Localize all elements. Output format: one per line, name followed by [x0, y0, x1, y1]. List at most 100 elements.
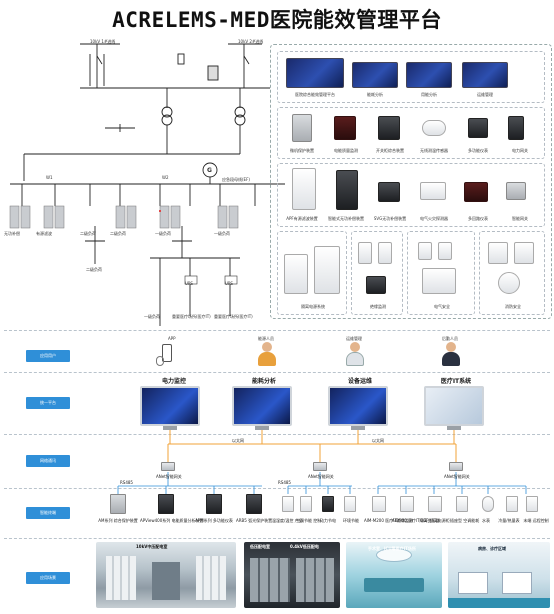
safety-panel: [422, 268, 456, 294]
person-label-energy: 能源人员: [258, 336, 274, 341]
monitor-power: [140, 386, 200, 426]
water-meter-device: [482, 496, 494, 512]
gateway-label-2: ANet智能网关: [308, 474, 334, 479]
screen-caption-4: 运维管理: [477, 92, 493, 97]
divider-network: [4, 434, 550, 435]
row2-caption-5: 多功能仪表: [468, 148, 488, 153]
isolation-cabinet-2: [314, 246, 340, 294]
screen-caption-3: 用能分析: [421, 92, 437, 97]
protection-row: 微机保护装置 电能质量监测 开关柜综合装置 无线测温传感器 多功能仪表 电力网关: [277, 107, 545, 159]
safety-device-1: [418, 242, 432, 260]
energy-analysis-screen-thumb: [352, 62, 398, 88]
multi-circuit-meter: [464, 182, 488, 202]
apm-meter-device: [206, 494, 222, 514]
rs485-label-1: RS485: [120, 480, 133, 485]
load-label-1: 无功补偿: [4, 231, 20, 236]
monitor-stand-3: [351, 426, 365, 430]
site-photo-ward: [448, 542, 550, 608]
smart-gateway-device: [506, 182, 526, 200]
row2-caption-1: 微机保护装置: [290, 148, 314, 153]
apview-device: [158, 494, 174, 514]
monitor-stand-4: [447, 426, 461, 430]
tag-users: 应用用户: [26, 350, 70, 362]
insulation-panel: [366, 276, 386, 294]
function-energy-analysis: 能耗分析: [251, 378, 276, 385]
page-title: ACRELEMS-MED医院能效管理平台: [112, 8, 442, 32]
temp-sensor-device: [422, 120, 446, 136]
insulation-box: 绝缘监测: [351, 231, 403, 315]
bus1-label: W1: [46, 175, 53, 180]
phone-icon: [156, 342, 178, 368]
row4-caption-3: 电气安全: [434, 304, 450, 309]
aid-device: [400, 496, 414, 512]
function-power-monitoring: 电力监控: [161, 378, 186, 385]
divider-devices: [4, 488, 550, 489]
logistics-staff-icon: [440, 342, 462, 368]
gateway-label-1: ANet智能网关: [156, 474, 182, 479]
ethernet-label-2: 以太网: [372, 438, 384, 443]
ethernet-label-1: 以太网: [232, 438, 244, 443]
monitor-stand-1: [163, 426, 177, 430]
function-equipment-ops: 设备运维: [347, 378, 372, 385]
temp-humidity-device: [282, 496, 294, 512]
compensation-row: APF有源滤波装置 智能式无功补偿装置 SVG无功补偿装置 电气火灾探测器 多回…: [277, 163, 545, 227]
fire-device-2: [514, 242, 534, 264]
meter-device: [468, 118, 488, 138]
device-label-2: APView400系列 电能质量分析装置: [140, 518, 204, 523]
row2-caption-6: 电力网关: [512, 148, 528, 153]
row3-caption-3: SVG无功补偿装置: [373, 216, 407, 221]
emergency-bus-label: 应急段母线(EF): [222, 177, 250, 182]
switchgear-device: [378, 116, 400, 140]
monitor-energy: [232, 386, 292, 426]
monitor-ops: [328, 386, 388, 426]
load-label-6: 一级负荷: [214, 231, 230, 236]
terminal-device: [526, 496, 538, 512]
heat-meter-device: [506, 496, 518, 512]
generator-label: G: [207, 167, 212, 174]
device-label-10: AID200 医疗IT隔离变压器: [392, 518, 440, 523]
software-row: 医院综合能效管理平台 能耗分析 用能分析 运维管理: [277, 51, 545, 103]
row3-caption-6: 智能网关: [512, 216, 528, 221]
load-label-4: 二级负荷: [110, 231, 126, 236]
isolation-box: 隔离电源系统: [277, 231, 347, 315]
row2-caption-3: 开关柜综合装置: [376, 148, 404, 153]
monitor-stand-2: [255, 426, 269, 430]
device-label-9: AIM-M200 医疗IT绝缘监测: [364, 518, 413, 523]
site-caption-2: 低压配电室: [250, 544, 270, 549]
bottom-label-1: 一级负荷: [144, 314, 160, 319]
arb5-device: [246, 494, 262, 514]
row3-caption-2: 智能式无功补偿装置: [328, 216, 364, 221]
electrical-safety-box: 电气安全: [407, 231, 475, 315]
isolation-cabinet-1: [284, 254, 308, 294]
rs485-label-2: RS485: [278, 480, 291, 485]
ups2-label: UPS: [225, 281, 233, 286]
device-label-3: APM系列 多功能仪表: [195, 518, 233, 523]
dual-power-label: 二级负荷: [86, 267, 102, 272]
platform-screen-thumb: [286, 58, 344, 88]
site-caption-4: 手术室、ICU等医疗IT场所: [368, 546, 416, 551]
bus2-label: W2: [162, 175, 169, 180]
gateway-switch-2: [313, 462, 327, 471]
energy-staff-icon: [256, 342, 278, 368]
gateway-device: [508, 116, 524, 140]
fire-sensor: [498, 272, 520, 294]
ac-control-device: [300, 496, 312, 512]
row4-caption-1: 隔离电源系统: [301, 304, 325, 309]
fire-detector-device: [420, 182, 446, 200]
site-caption-5: 病房、诊疗区域: [478, 546, 506, 551]
insulation-monitor-2: [378, 242, 392, 264]
monitor-medical: [424, 386, 484, 426]
device-label-12: 插座型 空调能耗: [450, 518, 480, 523]
env-saving-device: [344, 496, 356, 512]
tag-devices: 智能终端: [26, 507, 70, 519]
site-caption-3: 0.4kV低压配电: [290, 544, 319, 549]
safety-device-2: [438, 242, 452, 260]
single-line-diagram: [9, 43, 285, 326]
socket-device: [456, 496, 468, 512]
insulation-monitor-1: [358, 242, 372, 264]
bottom-label-2: 重要医疗场所(医疗IT): [172, 314, 211, 319]
device-label-4: ARB5 弧光保护装置: [236, 518, 273, 523]
row2-caption-2: 电能质量监测: [334, 148, 358, 153]
am-relay-device: [110, 494, 126, 514]
